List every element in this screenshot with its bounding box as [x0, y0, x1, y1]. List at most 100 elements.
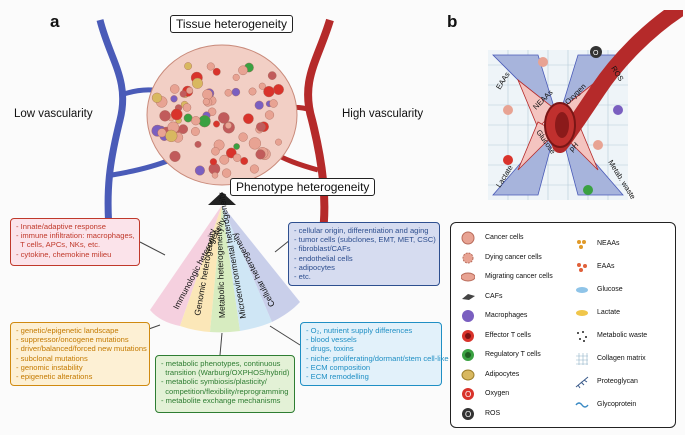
- box-line: - metabolic phenotypes, continuous: [161, 359, 281, 368]
- tumor-cell-icon: [267, 71, 277, 80]
- tumor-cell-icon: [170, 108, 183, 121]
- tumor-cell-icon: [269, 99, 278, 108]
- tumor-cell-icon: [238, 65, 248, 76]
- tumor-illustration: [96, 18, 334, 241]
- tumor-cell-icon: [249, 164, 259, 174]
- tumor-cell-icon: [213, 120, 220, 128]
- legend-label: Lactate: [597, 309, 620, 316]
- tumor-cell-icon: [233, 153, 242, 162]
- fan-sector-metabolic: [210, 205, 240, 333]
- box-line: - etc.: [294, 272, 311, 282]
- svg-text:O: O: [593, 50, 599, 57]
- tumor-cell-icon: [194, 165, 205, 176]
- tumor-cell-icon: [256, 122, 265, 131]
- collagen-matrix-icon: [575, 352, 589, 371]
- box-line: - suppressor/oncogene mutations: [16, 335, 129, 345]
- legend-label: NEAAs: [597, 240, 620, 247]
- box-line: T cells, APCs, NKs, etc.: [16, 240, 101, 250]
- tumor-cell-icon: [238, 132, 248, 142]
- dying-cancer-cell-icon: [461, 251, 475, 270]
- tumor-cell-icon: [202, 98, 210, 106]
- adipocyte-icon: [461, 368, 475, 387]
- effector-t-cell-icon: [461, 329, 475, 348]
- tumor-cell-icon: [211, 147, 220, 156]
- box-line: - endothelial cells: [294, 253, 353, 263]
- legend-label: Migrating cancer cells: [485, 273, 553, 280]
- low-vascularity-label: Low vascularity: [14, 108, 93, 120]
- tumor-cell-icon: [233, 143, 240, 150]
- glucose-icon: [575, 283, 589, 302]
- microenvironment-box: - O₂, nutrient supply differences- blood…: [300, 322, 449, 386]
- box-line: - adipocytes: [294, 262, 335, 272]
- box-line: - driver/balanced/forced new mutations: [16, 344, 147, 354]
- lactate-icon: [575, 306, 589, 325]
- tumor-cell-icon: [222, 168, 232, 178]
- tumor-cell-icon: [209, 158, 218, 166]
- tumor-cell-icon: [248, 137, 262, 150]
- tumor-cells: [151, 62, 284, 179]
- tumor-cell-icon: [179, 90, 187, 98]
- tumor-cell-icon: [243, 113, 254, 124]
- fan-sector-genomic: [180, 205, 222, 332]
- tumor-cell-icon: [190, 127, 200, 136]
- migrating-cancer-cell-icon: [460, 270, 476, 289]
- box-line: - metabolic symbiosis/plasticity/: [161, 377, 267, 387]
- ros-icon: O: [461, 407, 475, 426]
- box-line: - genetic/epigenetic landscape: [16, 326, 119, 335]
- fan-label-metabolic: Metabolic heterogeneity: [214, 227, 227, 318]
- legend-label: Metabolic waste: [597, 332, 648, 339]
- legend-label: Cancer cells: [485, 234, 524, 241]
- box-line: - ECM remodelling: [306, 372, 369, 382]
- box-line: - subclonal mutations: [16, 353, 88, 363]
- tumor-cell-icon: [248, 87, 257, 96]
- tissue-heterogeneity-label: Tissue heterogeneity: [170, 15, 293, 33]
- phenotype-heterogeneity-label: Phenotype heterogeneity: [230, 178, 376, 196]
- tumor-cell-icon: [191, 116, 201, 126]
- svg-text:O: O: [465, 410, 471, 419]
- box-line: - cellular origin, differentiation and a…: [294, 226, 429, 235]
- legend-label: Oxygen: [485, 390, 510, 397]
- legend-label: Collagen matrix: [597, 355, 646, 362]
- box-line: transition (Warburg/OXPHOS/hybrid): [161, 368, 290, 378]
- vein-left-icon: [96, 19, 127, 241]
- cancer-cell-icon: [461, 231, 475, 250]
- box-line: - metabolite exchange mechanisms: [161, 395, 281, 405]
- tumor-cell-icon: [194, 140, 202, 148]
- tumor-cell-icon: [275, 138, 282, 146]
- tumor-cell-icon: [169, 150, 181, 162]
- tumor-cell-icon: [254, 100, 264, 110]
- tumor-cell-icon: [212, 67, 221, 76]
- legend-label: Macrophages: [485, 312, 528, 319]
- immunologic-box: - Innate/adaptive response- immune infil…: [10, 218, 140, 266]
- box-line: - Innate/adaptive response: [16, 222, 106, 231]
- legend-label: EAAs: [597, 263, 615, 270]
- microenvironment-panel: EAAs NEAAs Oxygen ROS Glucose pH Lactate…: [488, 10, 683, 201]
- high-vascularity-label: High vascularity: [342, 108, 424, 120]
- tumor-cell-icon: [169, 84, 180, 94]
- legend-label: ROS: [485, 409, 501, 417]
- legend-label: Effector T cells: [485, 331, 531, 339]
- regulatory-t-cell-icon: [461, 348, 475, 367]
- box-line: - blood vessels: [306, 335, 357, 345]
- tumor-cell-icon: [232, 73, 240, 81]
- box-line: competition/flexibility/reprogramming: [161, 386, 289, 396]
- tumor-cell-icon: [151, 92, 163, 103]
- box-line: - niche: proliferating/dormant/stem cell…: [306, 353, 449, 363]
- genomic-box: - genetic/epigenetic landscape- suppress…: [10, 322, 150, 386]
- box-line: - cytokine, chemokine milieu: [16, 249, 112, 259]
- oxygen-icon: O: [461, 387, 475, 406]
- metabolic-box: - metabolic phenotypes, continuous trans…: [155, 355, 295, 413]
- metabolic-waste-icon: [575, 329, 589, 348]
- box-line: - immune infiltration: macrophages,: [16, 231, 135, 241]
- tumor-cell-icon: [211, 172, 219, 179]
- panel-b-letter: b: [447, 12, 458, 31]
- pointer-triangle-icon: [208, 192, 236, 205]
- heterogeneity-fan: Immunologic heterogeneity Genomic hetero…: [117, 191, 301, 356]
- tumor-cell-icon: [264, 110, 275, 120]
- box-line: - fibroblast/CAFs: [294, 244, 351, 254]
- tumor-cell-icon: [206, 62, 215, 71]
- legend-label: Adipocytes: [485, 370, 520, 378]
- tumor-cell-icon: [240, 157, 249, 165]
- box-line: - drugs, toxins: [306, 344, 354, 354]
